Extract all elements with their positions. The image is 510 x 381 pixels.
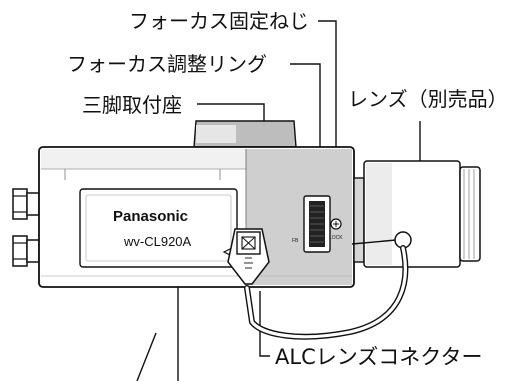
fb-mark: FB: [292, 238, 299, 244]
rear-connector-top: [12, 188, 40, 220]
left-leader-a: [136, 332, 157, 381]
model-number: wv-CL920A: [123, 234, 192, 249]
label-focus-screw: フォーカス固定ねじ: [129, 9, 309, 33]
lens: [353, 160, 481, 268]
label-lens: レンズ（別売品）: [348, 87, 508, 111]
tripod-mount: [193, 120, 297, 148]
label-alc-connector: ALCレンズコネクター: [275, 345, 482, 369]
brand-logo: Panasonic: [113, 208, 188, 225]
label-tripod-mount: 三脚取付座: [82, 93, 182, 117]
alc-cable: [244, 231, 412, 340]
focus-ring-slot: [303, 195, 331, 253]
alc-connector-leader: [259, 291, 270, 357]
focus-screw: [330, 218, 342, 230]
alc-connector: [227, 228, 270, 285]
lock-mark: LOCK: [329, 235, 343, 241]
tripod-mount-leader: [197, 103, 265, 124]
label-focus-ring: フォーカス調整リング: [67, 52, 267, 76]
rear-connector-bottom: [12, 235, 40, 267]
name-plate: [79, 188, 238, 268]
